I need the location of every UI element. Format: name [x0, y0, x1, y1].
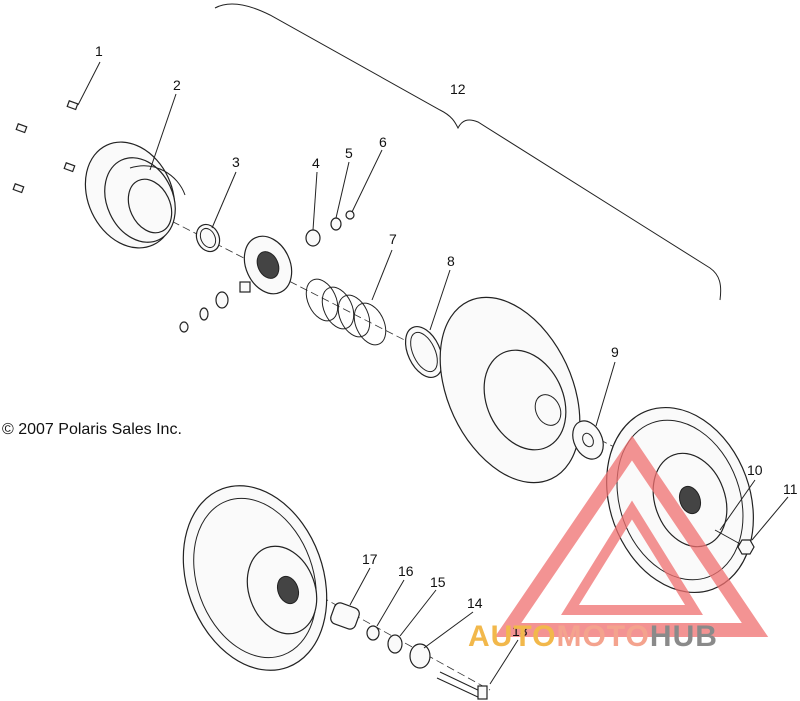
callout-9: 9 [611, 344, 619, 360]
callout-16: 16 [398, 563, 414, 579]
callout-4: 4 [312, 155, 320, 171]
hub [239, 235, 293, 295]
fixed-sheave-left [182, 485, 328, 671]
nut-part-11 [737, 539, 755, 555]
watermark-part-auto: AUTO [468, 620, 557, 653]
washer-part-14 [409, 643, 431, 669]
callout-13: 13 [512, 623, 528, 639]
callout-5: 5 [345, 145, 353, 161]
group-bracket [214, 3, 722, 301]
callout-6: 6 [379, 134, 387, 150]
leader-lines [77, 61, 789, 685]
callout-11: 11 [783, 481, 798, 497]
watermark-part-moto: MOTO [556, 620, 650, 653]
washer-part-5 [330, 217, 342, 231]
callout-12: 12 [450, 81, 466, 97]
watermark-part-hub: HUB [649, 620, 718, 653]
ring-part-8 [404, 326, 444, 378]
callout-15: 15 [430, 574, 446, 590]
moveable-sheave [439, 296, 581, 484]
washer-part-16 [366, 625, 380, 641]
bolt-part-13 [436, 671, 488, 700]
bushing-part-4 [305, 229, 321, 247]
callout-7: 7 [389, 231, 397, 247]
callout-2: 2 [173, 77, 181, 93]
callout-3: 3 [232, 154, 240, 170]
clip-part-6 [345, 210, 355, 220]
washer-part-9 [572, 420, 604, 460]
watermark-logo: AUTOMOTOHUB [468, 620, 718, 654]
callout-10: 10 [747, 462, 763, 478]
watermark-triangle [494, 435, 769, 637]
callout-14: 14 [467, 595, 483, 611]
callout-17: 17 [362, 551, 378, 567]
washer-part-15 [387, 634, 403, 654]
screws [12, 100, 79, 194]
cover-spider [84, 141, 186, 249]
spring-part-7 [305, 278, 387, 346]
callout-1: 1 [95, 43, 103, 59]
bolt-part-10 [714, 529, 743, 546]
ring-part-3 [195, 223, 221, 253]
bushing-part-17 [330, 602, 360, 630]
callout-8: 8 [447, 253, 455, 269]
copyright-notice: © 2007 Polaris Sales Inc. [2, 421, 182, 438]
small-hardware [179, 291, 229, 333]
